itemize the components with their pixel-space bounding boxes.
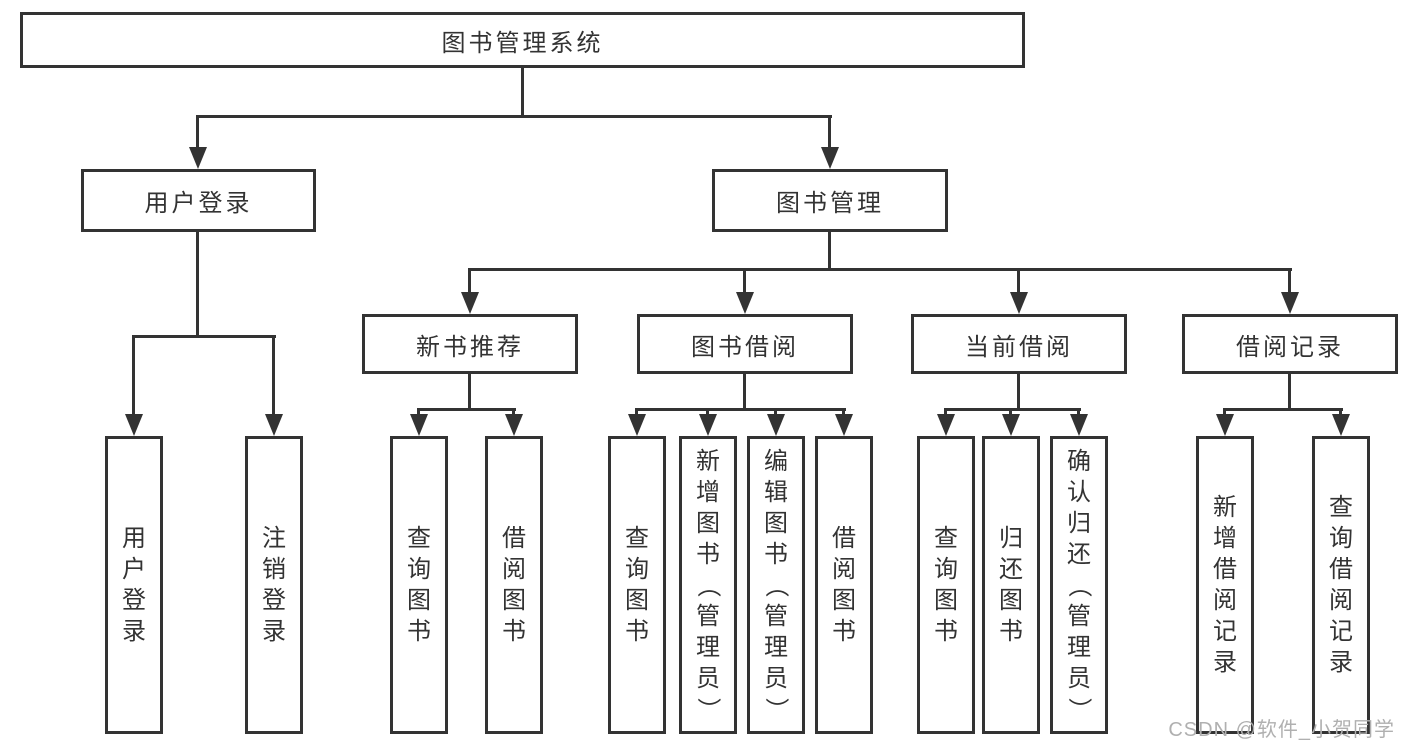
node-user-login: 用户登录	[81, 169, 316, 232]
arrow-down-icon	[767, 414, 785, 436]
leaf-add-borrow-record: 新增借阅记录	[1196, 436, 1254, 734]
node-book-management-label: 图书管理	[776, 190, 884, 217]
connector-vline	[417, 408, 420, 418]
node-borrow-records-label: 借阅记录	[1236, 333, 1344, 361]
arrow-down-icon	[265, 414, 283, 436]
connector-vline	[512, 408, 515, 418]
leaf-confirm-return-admin: 确认归还（管理员）	[1050, 436, 1108, 734]
connector-hline	[944, 408, 1081, 411]
connector-vline	[521, 68, 524, 115]
leaf-borrow-books: 借阅图书	[815, 436, 873, 734]
arrow-down-icon	[505, 414, 523, 436]
connector-vline	[1223, 408, 1226, 418]
connector-hline	[1223, 408, 1343, 411]
connector-vline	[196, 115, 199, 149]
node-new-book-recommend-label: 新书推荐	[416, 333, 524, 361]
leaf-logout: 注销登录	[245, 436, 303, 734]
leaf-query-borrow-record: 查询借阅记录	[1312, 436, 1370, 734]
node-user-login-label: 用户登录	[144, 190, 253, 217]
arrow-down-icon	[189, 147, 207, 169]
arrow-down-icon	[628, 414, 646, 436]
node-book-borrow: 图书借阅	[637, 314, 853, 374]
connector-vline	[1017, 374, 1020, 408]
connector-hline	[196, 115, 832, 118]
connector-vline	[743, 374, 746, 408]
csdn-watermark: CSDN @软件_小贺同学	[1168, 719, 1395, 741]
leaf-query-books-borrow: 查询图书	[608, 436, 666, 734]
leaf-user-login: 用户登录	[105, 436, 163, 734]
connector-vline	[1077, 408, 1080, 418]
node-current-borrow-label: 当前借阅	[965, 333, 1073, 361]
arrow-down-icon	[125, 414, 143, 436]
connector-vline	[468, 268, 471, 294]
arrow-down-icon	[1010, 292, 1028, 314]
connector-vline	[842, 408, 845, 418]
arrow-down-icon	[736, 292, 754, 314]
connector-vline	[828, 115, 831, 149]
connector-hline	[417, 408, 516, 411]
arrow-down-icon	[1332, 414, 1350, 436]
arrow-down-icon	[821, 147, 839, 169]
connector-vline	[196, 232, 199, 335]
arrow-down-icon	[461, 292, 479, 314]
arrow-down-icon	[1070, 414, 1088, 436]
connector-vline	[132, 335, 135, 415]
arrow-down-icon	[835, 414, 853, 436]
leaf-query-books-recommend: 查询图书	[390, 436, 448, 734]
node-root-label: 图书管理系统	[441, 29, 604, 57]
arrow-down-icon	[1216, 414, 1234, 436]
node-borrow-records: 借阅记录	[1182, 314, 1398, 374]
leaf-add-books-admin: 新增图书（管理员）	[679, 436, 737, 734]
connector-vline	[944, 408, 947, 418]
connector-vline	[1339, 408, 1342, 418]
connector-vline	[468, 374, 471, 408]
connector-vline	[828, 232, 831, 268]
leaf-edit-books-admin: 编辑图书（管理员）	[747, 436, 805, 734]
leaf-return-books: 归还图书	[982, 436, 1040, 734]
connector-vline	[1009, 408, 1012, 418]
node-current-borrow: 当前借阅	[911, 314, 1127, 374]
arrow-down-icon	[410, 414, 428, 436]
leaf-borrow-books-recommend: 借阅图书	[485, 436, 543, 734]
arrow-down-icon	[1002, 414, 1020, 436]
connector-vline	[635, 408, 638, 418]
connector-vline	[1017, 268, 1020, 294]
arrow-down-icon	[699, 414, 717, 436]
connector-vline	[272, 335, 275, 415]
connector-vline	[1288, 268, 1291, 294]
connector-hline	[468, 268, 1292, 271]
connector-vline	[743, 268, 746, 294]
arrow-down-icon	[1281, 292, 1299, 314]
connector-vline	[774, 408, 777, 418]
leaf-query-books-current: 查询图书	[917, 436, 975, 734]
node-book-management: 图书管理	[712, 169, 948, 232]
node-root: 图书管理系统	[20, 12, 1025, 68]
arrow-down-icon	[937, 414, 955, 436]
node-book-borrow-label: 图书借阅	[691, 333, 799, 361]
node-new-book-recommend: 新书推荐	[362, 314, 578, 374]
connector-vline	[706, 408, 709, 418]
connector-hline	[635, 408, 846, 411]
connector-hline	[132, 335, 276, 338]
connector-vline	[1288, 374, 1291, 408]
